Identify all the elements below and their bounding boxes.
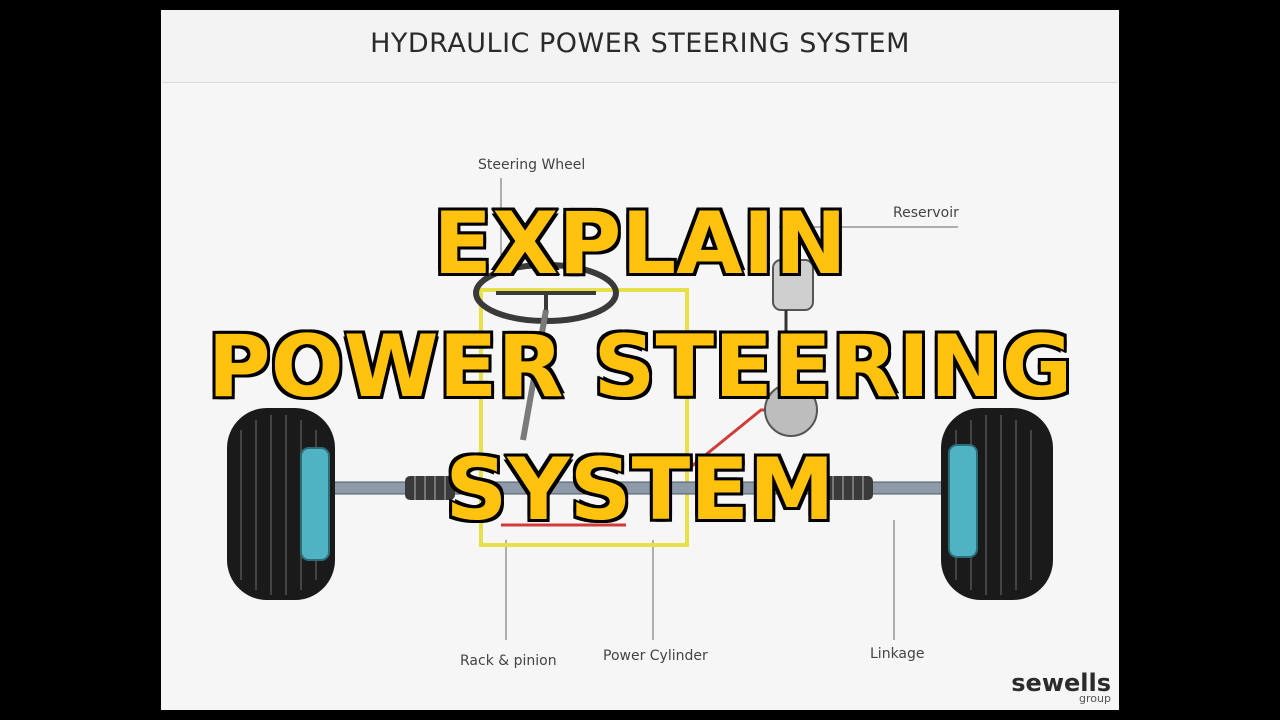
label-rack-pinion: Rack & pinion: [460, 653, 557, 669]
label-steering-wheel: Steering Wheel: [478, 157, 585, 173]
overlay-line-3: SYSTEM: [0, 429, 1280, 552]
label-linkage: Linkage: [870, 646, 925, 662]
overlay-line-1: EXPLAIN: [0, 183, 1280, 306]
overlay-line-2: POWER STEERING: [0, 306, 1280, 429]
label-power-cylinder: Power Cylinder: [603, 648, 708, 664]
overlay-caption: EXPLAIN POWER STEERING SYSTEM: [0, 183, 1280, 552]
brand-logo: sewells group: [1011, 672, 1111, 704]
